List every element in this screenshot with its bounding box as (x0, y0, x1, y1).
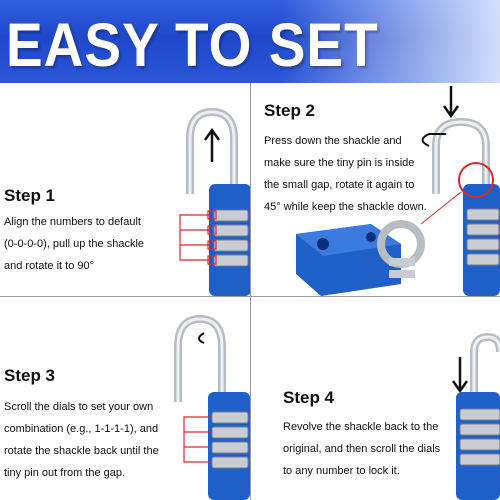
dial-wheels (213, 209, 249, 267)
shackle (432, 117, 490, 194)
shackle (174, 314, 226, 402)
dial-wheels (466, 208, 500, 266)
step-2-line: 45° while keep the shackle down. (264, 201, 427, 213)
rotate-arrow-icon (421, 133, 446, 147)
step-2-line: Press down the shackle and (264, 135, 402, 147)
step-1-title: Step 1 (4, 186, 56, 205)
step-3-text: Scroll the dials to set your own combina… (4, 396, 159, 484)
step-3-line: combination (e.g., 1-1-1-1), and (4, 423, 159, 435)
step-2-text: Press down the shackle and make sure the… (264, 130, 427, 218)
banner-fade (280, 0, 500, 83)
banner-title: EASY TO SET (6, 10, 379, 80)
step-4-text: Revolve the shackle back to the original… (283, 416, 440, 482)
down-arrow-icon (451, 357, 469, 394)
step-3-line: tiny pin out from the gap. (4, 467, 126, 479)
step-4-lock-illustration (451, 332, 500, 500)
highlight-circle (458, 162, 494, 198)
step-1-line: (0-0-0-0), pull up the shackle (4, 238, 145, 250)
dial-wheels (459, 408, 500, 466)
zoomed-lock-detail (296, 220, 425, 296)
step-3-lock-illustration (174, 314, 250, 500)
step-4-line: Revolve the shackle back to the (283, 421, 439, 433)
step-2-title: Step 2 (264, 101, 316, 120)
highlight-markers (183, 416, 210, 463)
header-banner: EASY TO SET (0, 0, 500, 83)
up-arrow-icon (203, 127, 221, 162)
dial-wheels (211, 411, 249, 469)
step-3-line: rotate the shackle back until the (4, 445, 159, 457)
step-4-line: original, and then scroll the dials (283, 443, 441, 455)
step-2-lock-illustration (296, 86, 500, 296)
step-1-lock-illustration (179, 107, 250, 296)
step-1-text: Align the numbers to default (0-0-0-0), … (4, 211, 144, 277)
highlight-markers (179, 210, 217, 265)
step-3-title: Step 3 (4, 366, 56, 385)
step-2-line: the small gap, rotate it again to (264, 179, 415, 191)
shackle (470, 332, 500, 392)
down-arrow-icon (442, 86, 460, 119)
step-4-title: Step 4 (283, 388, 335, 407)
step-3-line: Scroll the dials to set your own (4, 401, 154, 413)
step-1-line: Align the numbers to default (4, 216, 141, 228)
vertical-divider (250, 83, 251, 500)
step-2-line: make sure the tiny pin is inside (264, 157, 415, 169)
rotate-arrow-icon (198, 332, 205, 344)
step-4-line: to any number to lock it. (283, 465, 400, 477)
step-1-line: and rotate it to 90° (4, 260, 95, 272)
